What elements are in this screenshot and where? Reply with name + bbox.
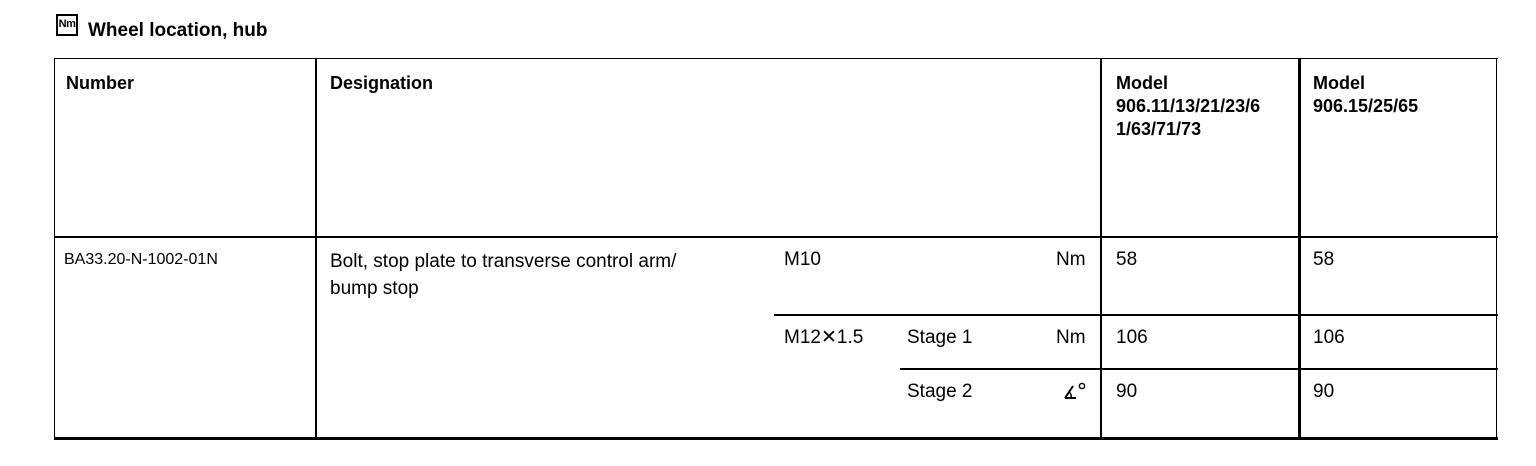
torque-nm-icon: Nm	[56, 14, 78, 36]
section-title: Nm Wheel location, hub	[56, 12, 267, 42]
spec-stage-2: Stage 1	[907, 327, 973, 348]
col-divider-number	[315, 58, 317, 440]
torque-table: Number Designation Model 906.11/13/21/23…	[54, 58, 1498, 440]
table-bottom-border	[54, 437, 1498, 440]
spec-model-b-3: 90	[1313, 381, 1335, 402]
spec-stage-3: Stage 2	[907, 381, 973, 402]
spec-model-b-2: 106	[1313, 327, 1345, 348]
col-divider-designation	[1100, 58, 1102, 440]
header-model-a: Model 906.11/13/21/23/6 1/63/71/73	[1116, 73, 1261, 139]
table-right-border	[1496, 58, 1497, 440]
header-number: Number	[66, 73, 135, 93]
spec-model-b-1: 58	[1313, 249, 1335, 270]
spec-size-2: M12✕1.5	[784, 327, 864, 348]
spec-model-a-2: 106	[1116, 327, 1148, 348]
header-bottom-border	[54, 236, 1498, 238]
angle-degree-icon	[1060, 380, 1088, 409]
spec-unit-1: Nm	[1056, 249, 1086, 270]
row-number: BA33.20-N-1002-01N	[64, 251, 218, 268]
row-divider-2	[900, 368, 1498, 370]
spec-model-a-3: 90	[1116, 381, 1138, 402]
header-designation: Designation	[330, 73, 434, 93]
row-designation: Bolt, stop plate to transverse control a…	[330, 251, 677, 299]
table-top-border	[54, 58, 1498, 59]
col-divider-model	[1298, 58, 1301, 440]
spec-model-a-1: 58	[1116, 249, 1138, 270]
header-model-b: Model 906.15/25/65	[1313, 73, 1419, 116]
spec-unit-2: Nm	[1056, 327, 1086, 348]
row-divider-1	[774, 314, 1498, 316]
table-left-border	[54, 58, 55, 440]
section-title-text: Wheel location, hub	[88, 20, 268, 41]
spec-size-1: M10	[784, 249, 821, 270]
